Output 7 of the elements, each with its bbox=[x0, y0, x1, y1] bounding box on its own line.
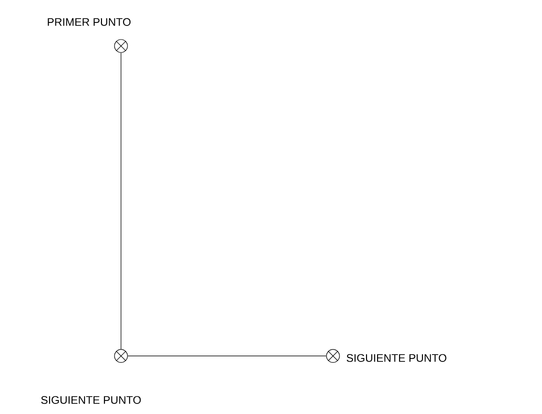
point-label: PRIMER PUNTO bbox=[48, 18, 131, 26]
line bbox=[120, 52, 122, 350]
point-label: SIGUIENTE PUNTO bbox=[346, 354, 446, 362]
point-marker bbox=[114, 349, 128, 363]
point-marker bbox=[114, 39, 128, 53]
point-label: SIGUIENTE PUNTO bbox=[41, 396, 141, 404]
point-marker bbox=[326, 349, 340, 363]
